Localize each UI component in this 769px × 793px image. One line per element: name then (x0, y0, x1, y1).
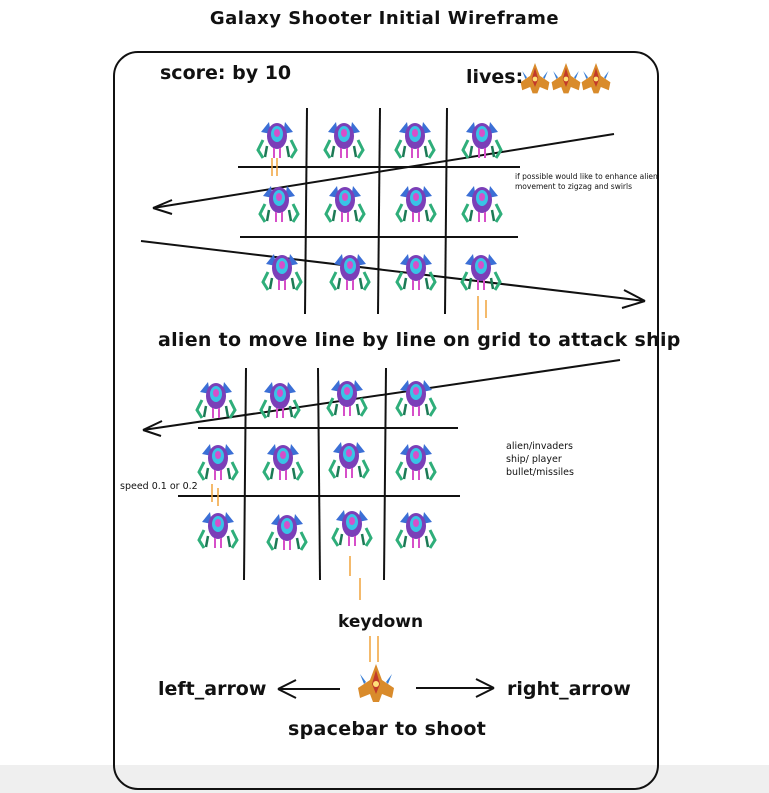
alien-icon (262, 442, 304, 482)
spacebar-shoot-label: spacebar to shoot (288, 718, 487, 740)
score-label: score: by 10 (160, 62, 292, 84)
alien-icon (258, 184, 300, 224)
alien-icon (395, 184, 437, 224)
grid-movement-caption: alien to move line by line on grid to at… (158, 329, 681, 351)
movement-note: if possible would like to enhance alien … (515, 172, 658, 191)
outer-frame (113, 51, 659, 790)
right-arrow-label: right_arrow (507, 678, 631, 700)
alien-icon (460, 252, 502, 292)
alien-icon (461, 184, 503, 224)
speed-label: speed 0.1 or 0.2 (120, 481, 198, 492)
alien-icon (395, 442, 437, 482)
lives-label: lives: (466, 66, 524, 88)
lower-grid (178, 367, 460, 581)
legend-item-aliens: alien/invaders (506, 441, 574, 452)
player-ship-icon (358, 664, 394, 702)
lower-bullets (211, 484, 379, 662)
zigzag-arrow-left (152, 133, 615, 215)
alien-icon (195, 380, 237, 420)
alien-icon (329, 252, 371, 292)
alien-icon (266, 512, 308, 552)
alien-icon (331, 508, 373, 548)
legend-item-ship: ship/ player (506, 454, 562, 465)
alien-icon (394, 120, 436, 160)
lives-ship-icon (521, 63, 550, 93)
lives-ship-icon (552, 63, 581, 93)
alien-icon (324, 184, 366, 224)
alien-icon (323, 120, 365, 160)
arrow-right-icon (416, 678, 495, 698)
page-title: Galaxy Shooter Initial Wireframe (209, 8, 560, 29)
zigzag-arrow-right (140, 240, 646, 309)
lives-ship-icon (582, 63, 611, 93)
arrow-left-icon (277, 679, 340, 699)
alien-icon (395, 510, 437, 550)
left-arrow-label: left_arrow (158, 678, 267, 700)
keydown-label: keydown (338, 612, 424, 632)
lower-arrow-left (142, 359, 621, 437)
legend: alien/invaders ship/ player bullet/missi… (506, 440, 574, 479)
alien-icon (197, 442, 239, 482)
upper-bullets (271, 158, 487, 330)
upper-grid (238, 107, 520, 315)
alien-icon (395, 378, 437, 418)
alien-icon (328, 440, 370, 480)
alien-icon (256, 120, 298, 160)
legend-item-bullets: bullet/missiles (506, 467, 574, 478)
alien-icon (197, 510, 239, 550)
